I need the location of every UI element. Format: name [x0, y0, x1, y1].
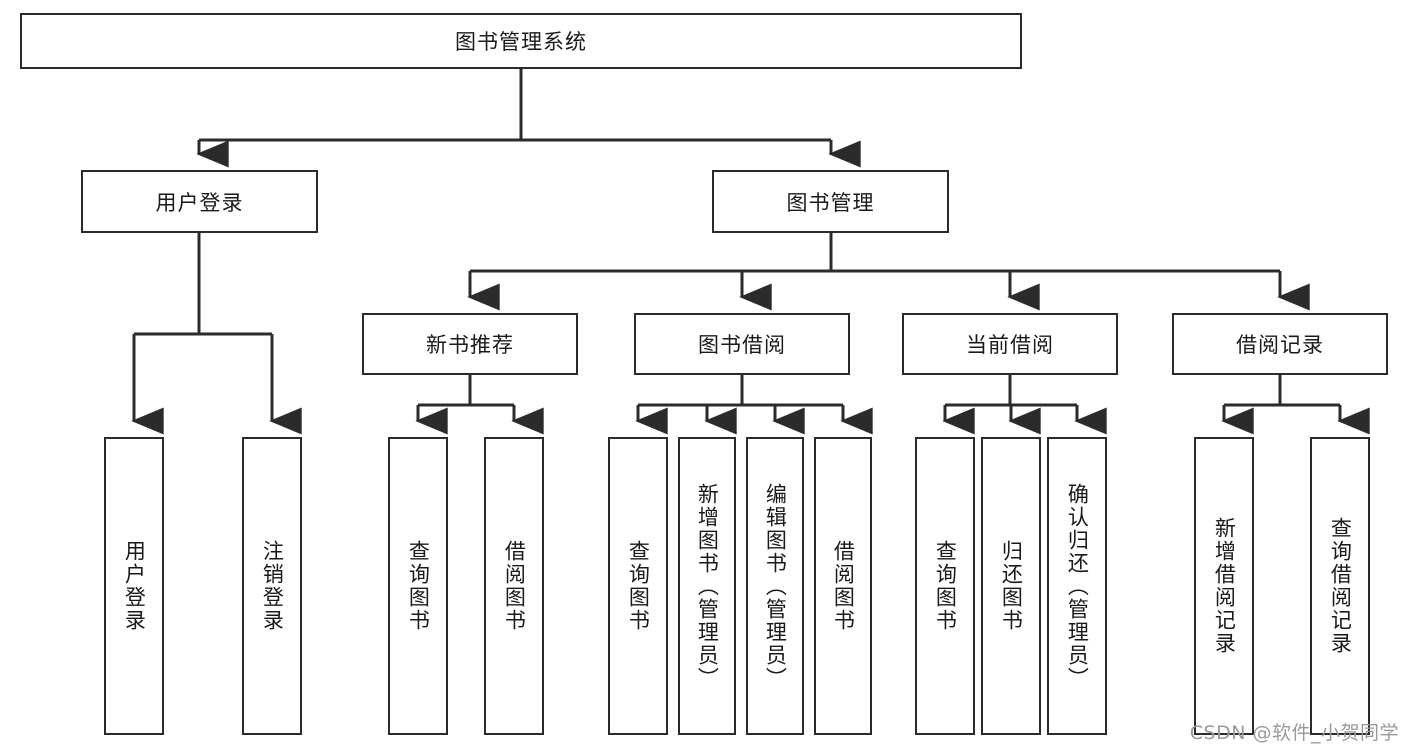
node-user-login[interactable]: 用户登录	[81, 170, 318, 233]
node-book-borrow[interactable]: 图书借阅	[634, 313, 850, 375]
node-leaf-return-book-label: 归还图书	[999, 540, 1024, 632]
node-borrow-record-label: 借阅记录	[1236, 333, 1324, 357]
node-new-book-rec-label: 新书推荐	[426, 333, 514, 357]
node-leaf-query-book-2-label: 查询图书	[626, 540, 651, 632]
node-leaf-query-book-1[interactable]: 查询图书	[388, 437, 448, 735]
node-root-label: 图书管理系统	[455, 30, 587, 54]
node-leaf-edit-book[interactable]: 编辑图书（管理员）	[746, 437, 804, 735]
node-leaf-user-login[interactable]: 用户登录	[104, 437, 164, 735]
node-leaf-query-record[interactable]: 查询借阅记录	[1310, 437, 1370, 735]
node-leaf-return-book[interactable]: 归还图书	[981, 437, 1041, 735]
node-book-manage[interactable]: 图书管理	[712, 170, 949, 233]
node-root[interactable]: 图书管理系统	[20, 13, 1022, 69]
node-leaf-confirm-return[interactable]: 确认归还（管理员）	[1047, 437, 1107, 735]
node-new-book-rec[interactable]: 新书推荐	[362, 313, 578, 375]
node-leaf-add-book[interactable]: 新增图书（管理员）	[678, 437, 736, 735]
node-leaf-borrow-book-2[interactable]: 借阅图书	[814, 437, 872, 735]
node-leaf-user-logout[interactable]: 注销登录	[242, 437, 302, 735]
node-leaf-borrow-book-1-label: 借阅图书	[502, 540, 527, 632]
node-leaf-query-book-1-label: 查询图书	[406, 540, 431, 632]
node-leaf-edit-book-label: 编辑图书（管理员）	[763, 482, 788, 690]
node-leaf-add-book-label: 新增图书（管理员）	[695, 482, 720, 690]
node-current-borrow-label: 当前借阅	[966, 333, 1054, 357]
node-leaf-query-book-3[interactable]: 查询图书	[915, 437, 975, 735]
node-leaf-add-record-label: 新增借阅记录	[1212, 517, 1237, 655]
node-leaf-query-book-3-label: 查询图书	[933, 540, 958, 632]
node-leaf-user-logout-label: 注销登录	[260, 540, 285, 632]
node-book-borrow-label: 图书借阅	[698, 333, 786, 357]
node-borrow-record[interactable]: 借阅记录	[1172, 313, 1388, 375]
node-book-manage-label: 图书管理	[786, 190, 875, 215]
node-leaf-borrow-book-1[interactable]: 借阅图书	[484, 437, 544, 735]
node-user-login-label: 用户登录	[155, 190, 244, 215]
node-leaf-query-record-label: 查询借阅记录	[1328, 517, 1353, 655]
node-leaf-borrow-book-2-label: 借阅图书	[831, 540, 856, 632]
node-leaf-user-login-label: 用户登录	[122, 540, 147, 632]
node-leaf-add-record[interactable]: 新增借阅记录	[1194, 437, 1254, 735]
node-leaf-confirm-return-label: 确认归还（管理员）	[1065, 482, 1090, 690]
watermark-text: CSDN @软件_小贺同学	[1189, 722, 1399, 744]
node-leaf-query-book-2[interactable]: 查询图书	[608, 437, 668, 735]
node-current-borrow[interactable]: 当前借阅	[902, 313, 1118, 375]
